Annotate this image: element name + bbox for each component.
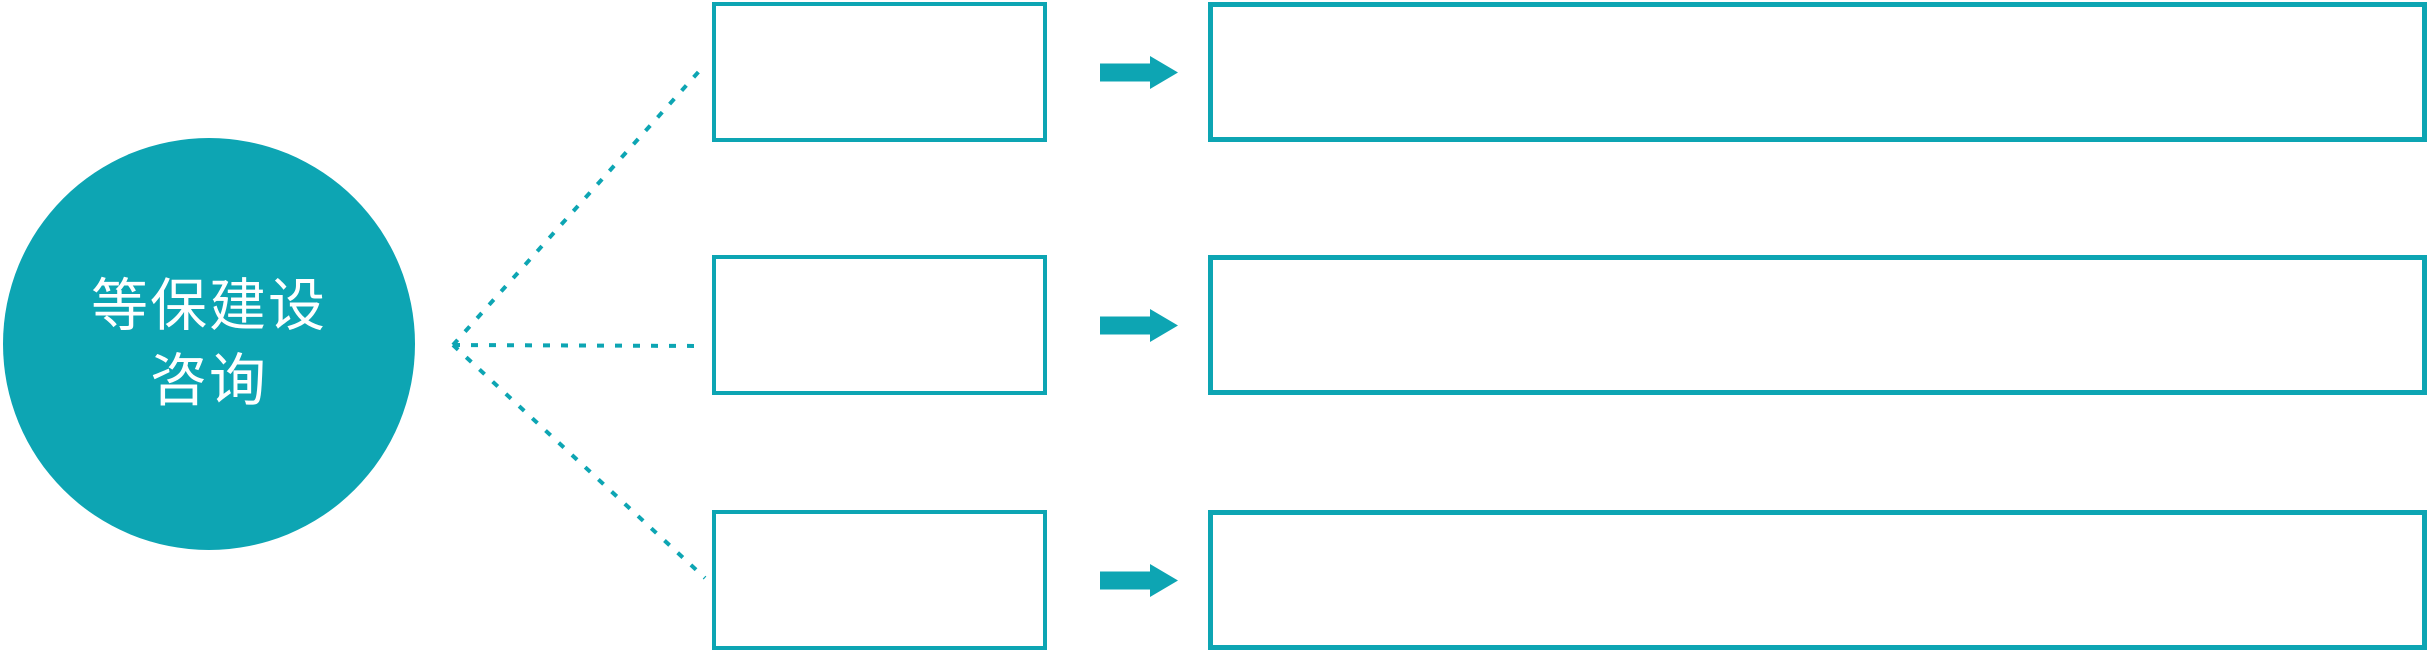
hub-circle: 等保建设 咨询 [3,138,415,550]
step-box-3 [712,510,1047,650]
detail-box-1 [1208,2,2427,142]
connector-line-bottom [451,343,707,580]
right-arrow-icon [1100,56,1178,89]
step-box-2 [712,255,1047,395]
hub-label-line1: 等保建设 [91,274,327,338]
detail-box-3 [1208,510,2427,650]
connector-line-top [451,66,704,347]
detail-box-2 [1208,255,2427,395]
right-arrow-icon [1100,564,1178,597]
right-arrow-icon [1100,309,1178,342]
connector-line-middle [452,343,706,348]
step-box-1 [712,2,1047,142]
hub-label-line2: 咨询 [150,349,268,413]
